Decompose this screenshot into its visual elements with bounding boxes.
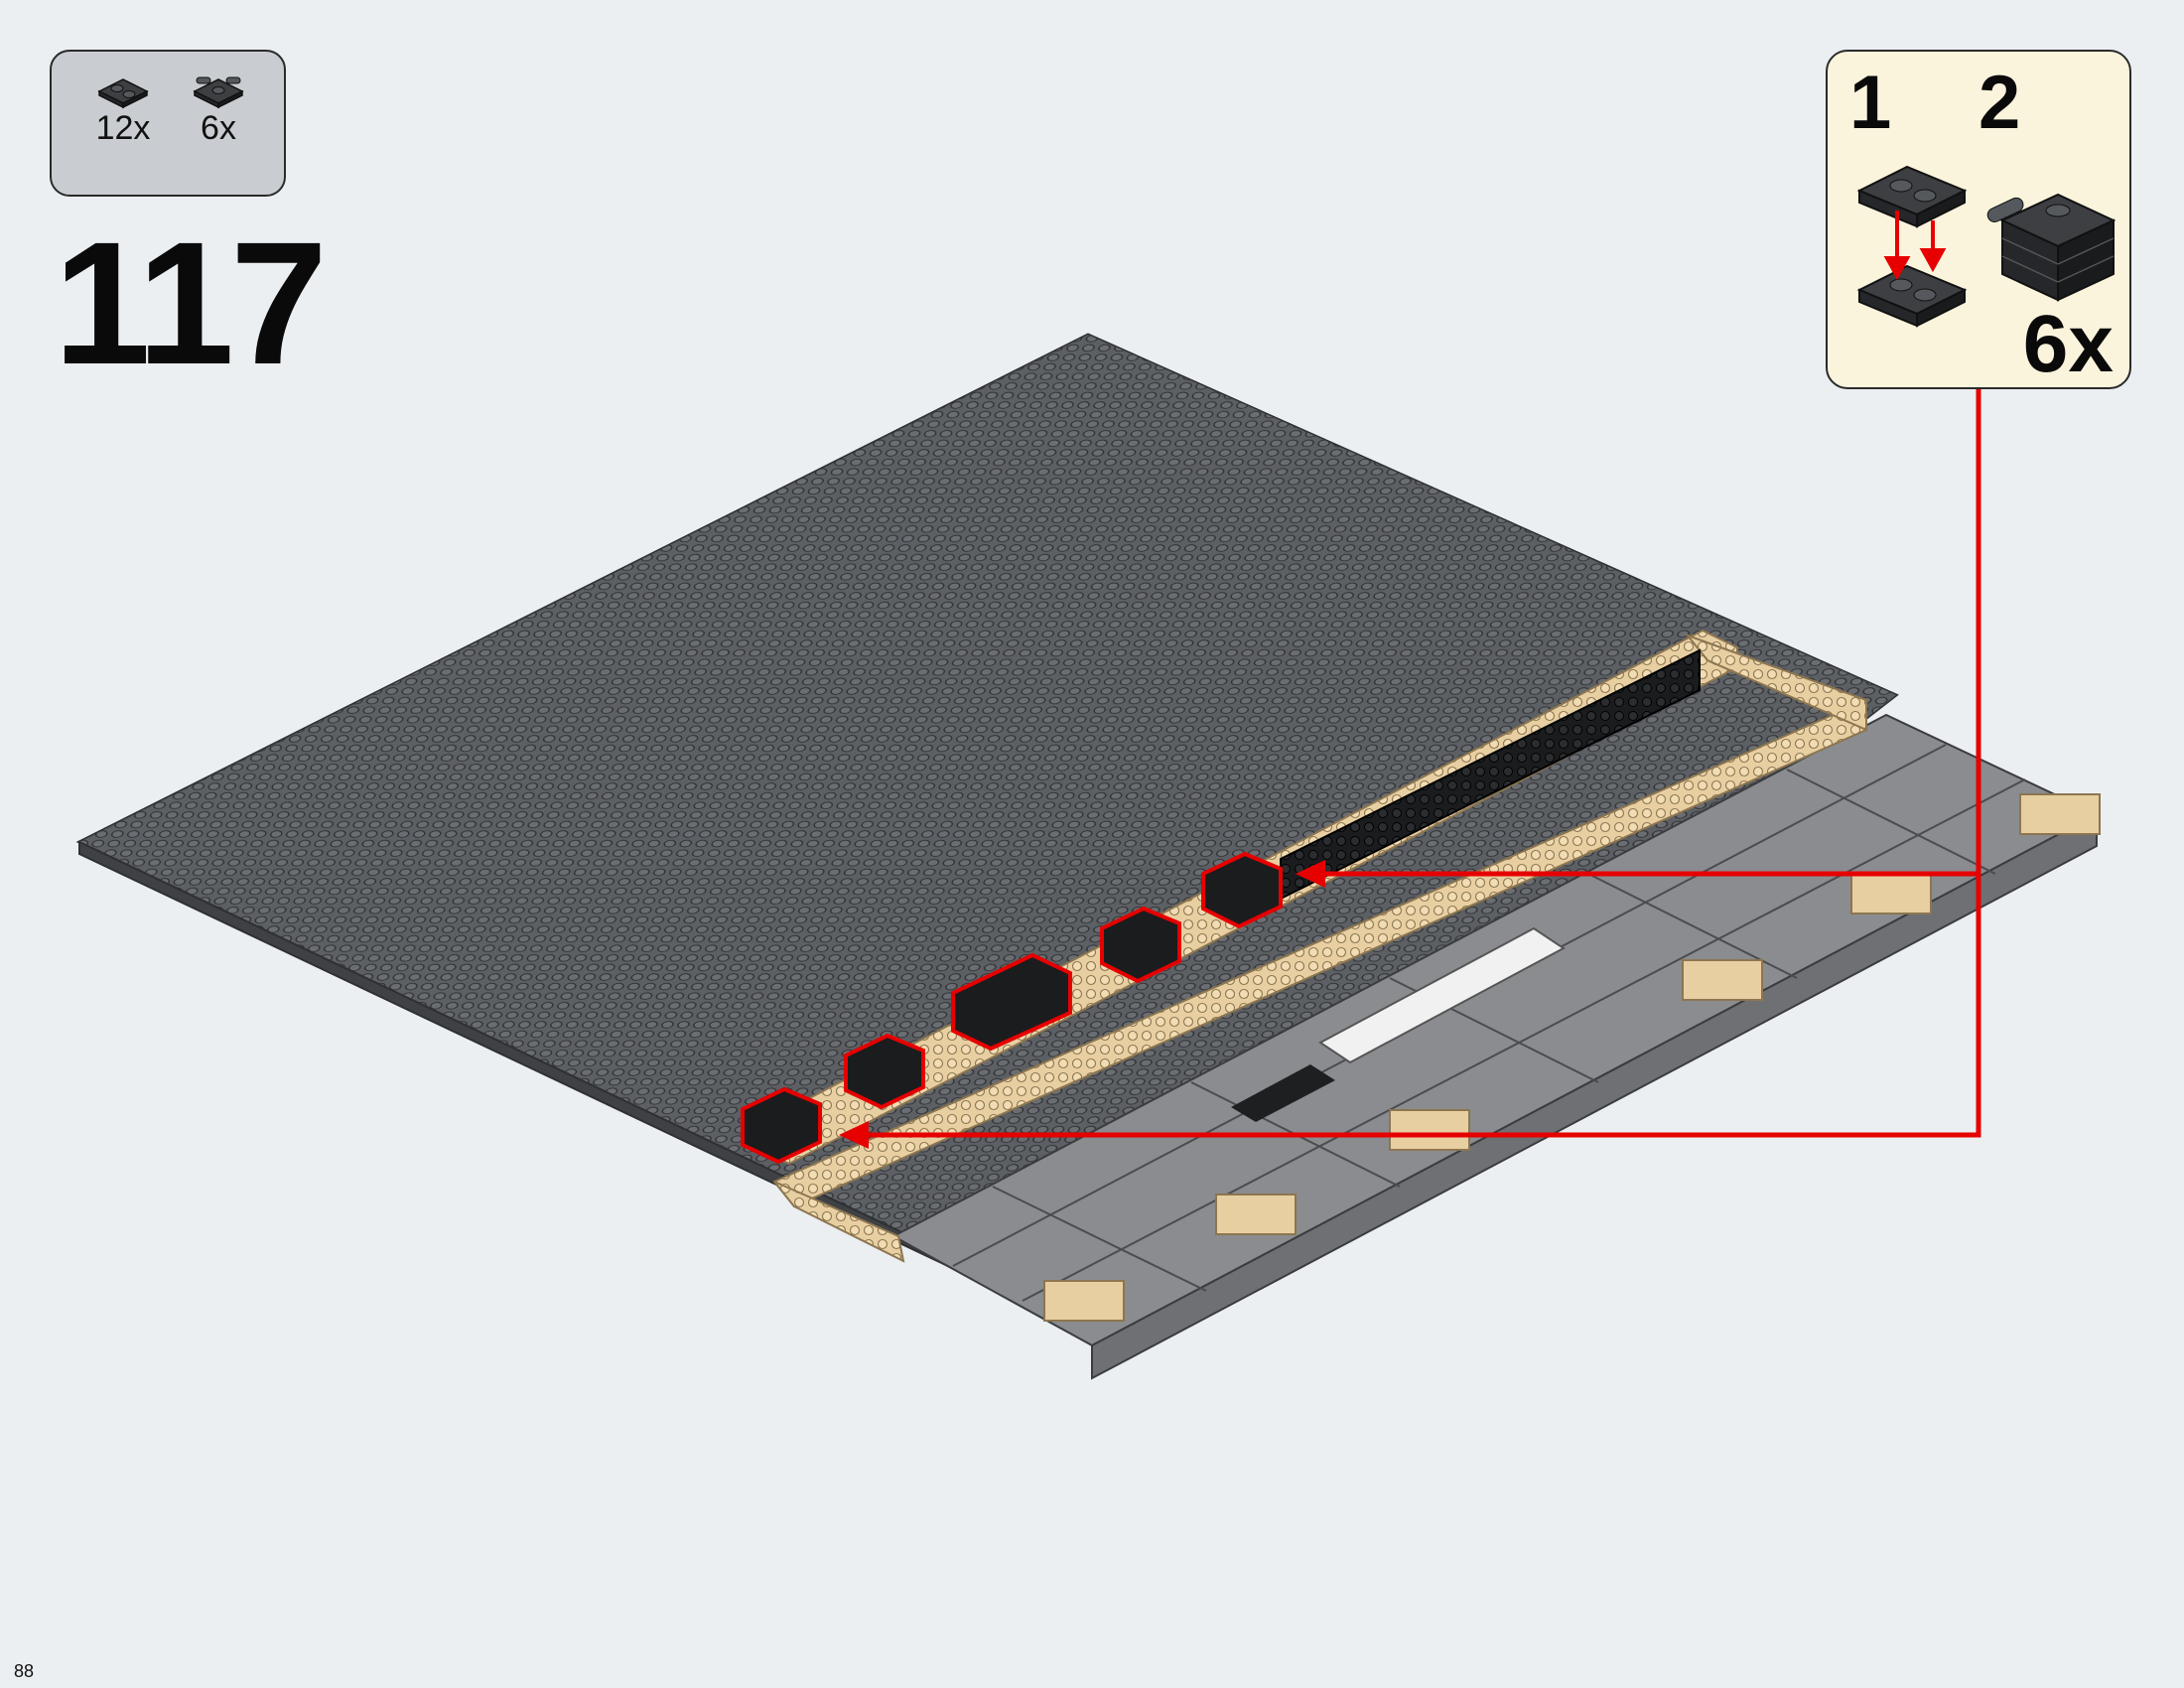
parts-list-callout: 12x 6x <box>50 50 286 197</box>
part-item: 12x <box>83 70 163 145</box>
part-quantity: 12x <box>95 109 151 147</box>
new-brick-highlight <box>1201 851 1283 929</box>
dark-plate-icon <box>1856 165 1968 228</box>
callout-arrow-head <box>1296 860 1325 888</box>
dark-plate-icon <box>1856 264 1968 328</box>
page-number: 88 <box>14 1661 35 1681</box>
assembled-dark-brick-icon <box>1986 193 2116 302</box>
new-brick-highlight <box>844 1033 925 1110</box>
subassembly-multiplier: 6x <box>2022 299 2114 389</box>
part-item: 6x <box>179 70 258 145</box>
part-quantity: 6x <box>201 109 236 147</box>
callout-arrow-head <box>839 1121 869 1149</box>
callout-arrow-line <box>864 387 1981 1138</box>
substep-number: 1 <box>1849 61 1892 145</box>
dark-plate-with-clips-icon <box>193 76 244 109</box>
step-number: 117 <box>54 207 328 401</box>
dark-plate-1x2-icon <box>97 78 149 109</box>
new-brick-highlight <box>1100 906 1181 984</box>
substep-number: 2 <box>1979 61 2021 145</box>
subassembly-callout: 1 2 <box>1826 50 2131 389</box>
new-dark-bricks <box>741 851 1283 1165</box>
new-brick-highlight <box>951 952 1072 1052</box>
callout-arrows <box>864 387 1981 1138</box>
subassembly-diagram <box>1856 165 2116 328</box>
assembly-arrows <box>1883 211 1947 281</box>
tan-corner-blocks <box>1043 793 2101 1322</box>
new-brick-highlight <box>741 1086 822 1165</box>
